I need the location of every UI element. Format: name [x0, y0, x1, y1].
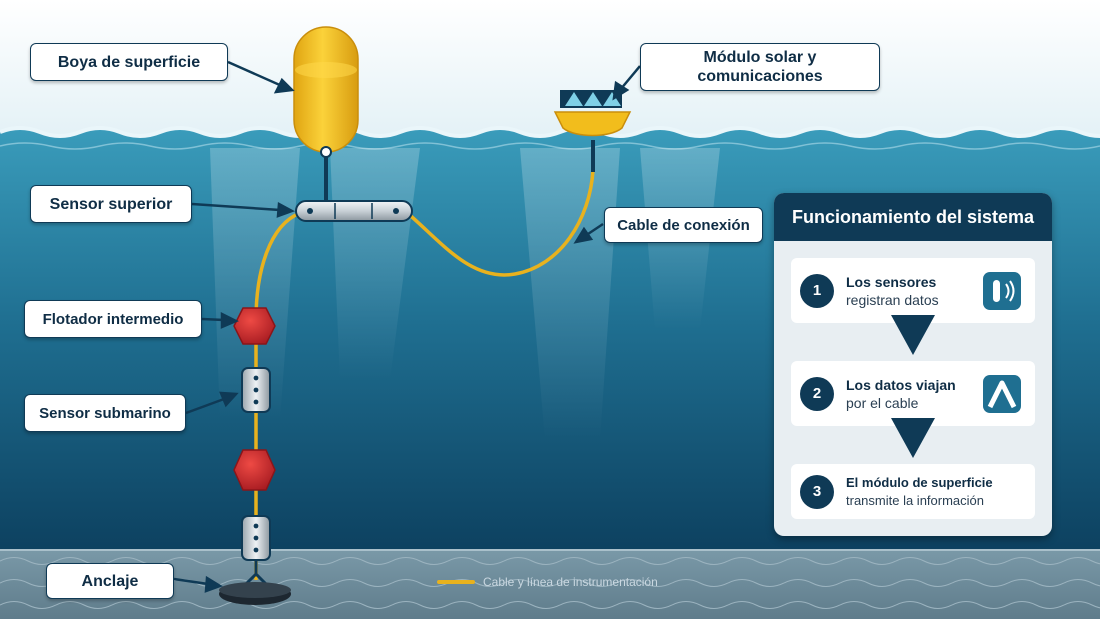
- cable-icon: [983, 374, 1021, 413]
- step-subtitle: transmite la información: [846, 492, 984, 508]
- step-text: Los sensores registran datos: [846, 273, 939, 309]
- step-number: 3: [800, 474, 834, 509]
- flow-arrow: [891, 315, 935, 355]
- mid-float: [233, 449, 276, 491]
- callout-arrows: [173, 60, 641, 593]
- wave-line: [0, 126, 1100, 138]
- connection-cable: [403, 169, 595, 277]
- wave-line-2: [0, 142, 1100, 150]
- light-beam: [520, 148, 620, 440]
- solar-module: [553, 90, 632, 137]
- step-subtitle: por el cable: [846, 394, 919, 411]
- step-title: El módulo de superficie: [846, 474, 993, 490]
- step-2: 2 Los datos viajan por el cable: [791, 361, 1035, 426]
- system-panel: Funcionamiento del sistema 1 Los sensore…: [774, 193, 1052, 536]
- step-number: 2: [800, 376, 834, 411]
- step-text: Los datos viajan por el cable: [846, 376, 956, 412]
- surface-buoy: [293, 26, 359, 158]
- sub-sensor: [241, 367, 271, 413]
- label-mid-float: Flotador intermedio: [24, 300, 202, 338]
- label-sub-sensor: Sensor submarino: [24, 394, 186, 432]
- legend-label: Cable y línea de instrumentación: [483, 575, 658, 589]
- label-anchor: Anclaje: [46, 563, 174, 599]
- solar-panel: [565, 92, 583, 106]
- label-top-sensor: Sensor superior: [30, 185, 192, 223]
- sensor-icon: [983, 271, 1021, 310]
- label-solar-module-line1: Módulo solar y: [703, 49, 817, 66]
- step-title: Los sensores: [846, 273, 937, 290]
- step-subtitle: registran datos: [846, 291, 939, 308]
- top-sensor: [295, 200, 413, 222]
- panel-title: Funcionamiento del sistema: [774, 193, 1052, 241]
- step-title: Los datos viajan: [846, 376, 956, 393]
- sub-sensor: [241, 515, 271, 561]
- label-surface-buoy: Boya de superficie: [30, 43, 228, 81]
- seabed-texture: [0, 551, 1100, 619]
- step-number: 1: [800, 273, 834, 308]
- legend: Cable y línea de instrumentación: [437, 575, 658, 589]
- label-solar-module: Módulo solar y comunicaciones: [640, 43, 880, 91]
- solar-panel: [603, 92, 621, 106]
- label-connection-cable: Cable de conexión: [604, 207, 763, 243]
- step-text: El módulo de superficie transmite la inf…: [846, 474, 993, 510]
- step-3: 3 El módulo de superficie transmite la i…: [791, 464, 1035, 519]
- solar-panel: [584, 92, 602, 106]
- label-solar-module-line2: comunicaciones: [697, 68, 823, 85]
- legend-swatch: [437, 580, 475, 584]
- flow-arrow: [891, 418, 935, 458]
- anchor: [219, 560, 291, 605]
- mid-float: [233, 307, 276, 345]
- buoy-shackle: [320, 146, 332, 158]
- step-1: 1 Los sensores registran datos: [791, 258, 1035, 323]
